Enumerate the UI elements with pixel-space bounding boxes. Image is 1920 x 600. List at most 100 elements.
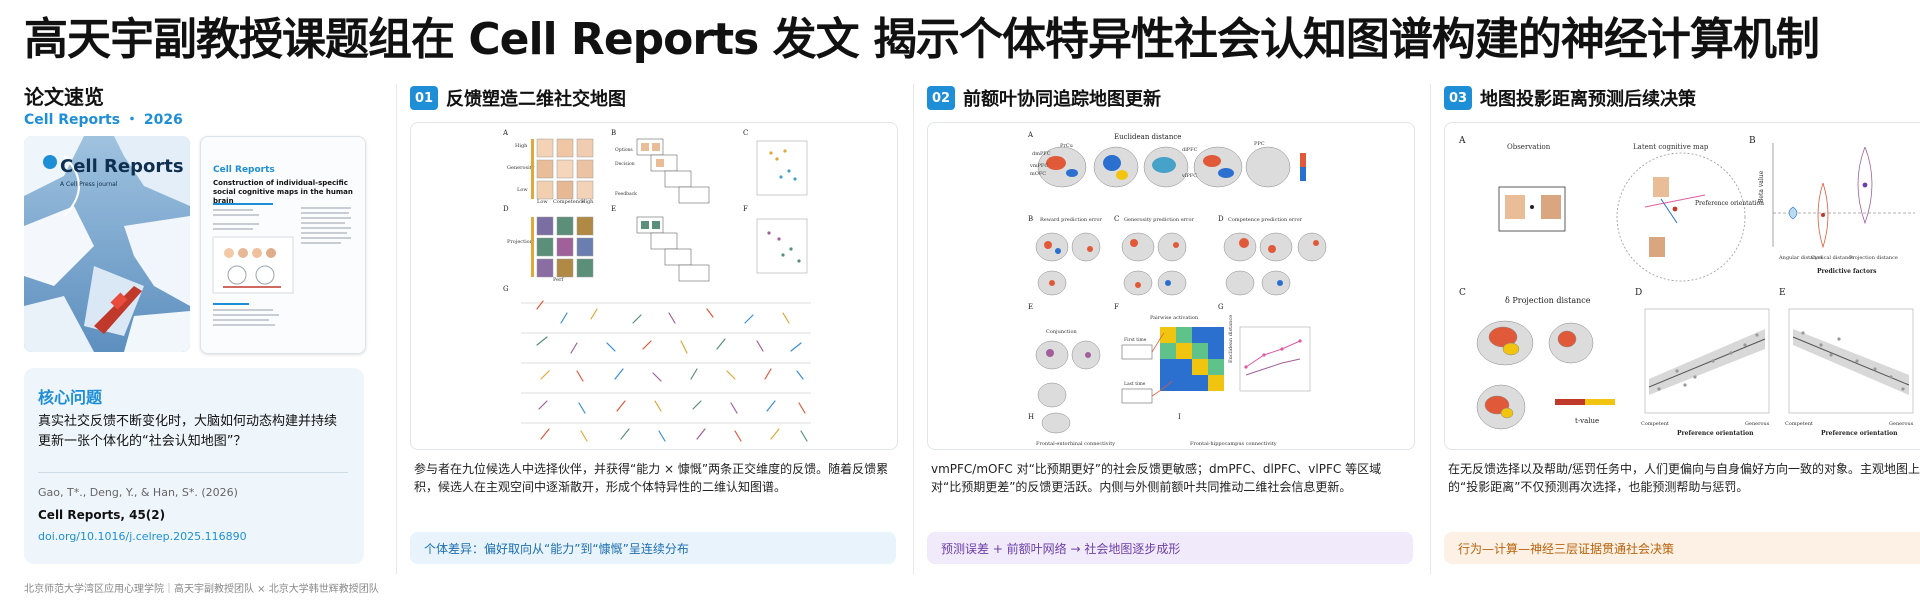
figure-graphic: A B C D E Observation Latent cognitive m… — [1458, 136, 1915, 437]
journal-covers: Cell Reports A Cell Press journal Cell R… — [24, 136, 366, 354]
axis-label: Cyclical distance — [1811, 255, 1854, 261]
figure-feedback-map[interactable]: A B C D E F G High Generosity Low Low Co… — [410, 122, 898, 450]
axis-label: Preference orientation — [1677, 430, 1754, 437]
panel-description: 在无反馈选择以及帮助/惩罚任务中，人们更偏向与自身偏好方向一致的对象。主观地图上… — [1448, 462, 1920, 494]
fig-caption: First time — [1124, 337, 1147, 343]
fig-label: C — [1114, 215, 1119, 223]
axis-label: Preference orientation — [1821, 430, 1898, 437]
figure-projection-distance[interactable]: A B C D E Observation Latent cognitive m… — [1444, 122, 1920, 450]
panel-highlight-tag: 个体差异：偏好取向从“能力”到“慷慨”呈连续分布 — [410, 532, 896, 564]
axis-label: Perf — [553, 277, 564, 283]
axis-label: Low — [517, 187, 528, 193]
axis-label: Beta value — [1758, 170, 1765, 203]
fig-label: E — [1779, 288, 1786, 298]
fig-label: G — [503, 285, 509, 293]
axis-label: Angular distance — [1778, 255, 1822, 261]
region-label: dlPFC — [1182, 147, 1198, 153]
panel-description: 参与者在九位候选人中选择伙伴，并获得“能力 × 慷慨”两条正交维度的反馈。随着反… — [414, 462, 889, 494]
fig-caption: Euclidean distance — [1114, 133, 1181, 141]
panel-title: 前额叶协同追踪地图更新 — [963, 89, 1161, 110]
fig-label: E — [611, 205, 616, 213]
axis-label: Euclidean distance — [1228, 315, 1234, 363]
column-divider — [913, 84, 914, 574]
axis-label: Competence — [553, 199, 585, 205]
divider — [38, 472, 348, 473]
fig-label: H — [1028, 413, 1034, 421]
core-question-title: 核心问题 — [38, 388, 103, 407]
fig-label: B — [611, 129, 616, 137]
axis-label: High — [515, 143, 528, 149]
doi-link[interactable]: doi.org/10.1016/j.celrep.2025.116890 — [38, 530, 247, 543]
fig-caption: Competence prediction error — [1228, 217, 1303, 223]
fig-label: D — [503, 205, 509, 213]
fig-label: C — [1459, 288, 1466, 298]
fig-caption: Reward prediction error — [1040, 217, 1102, 223]
region-label: vlPFC — [1181, 173, 1197, 179]
article-title: Construction of individual-specific soci… — [213, 179, 353, 205]
figure-graphic: A B C D E F G H I Euclidean distance — [1027, 131, 1327, 447]
article-journal: Cell Reports — [213, 165, 275, 175]
footer-credits: 北京师范大学湾区应用心理学院｜高天宇副教授团队 × 北京大学韩世辉教授团队 — [24, 584, 379, 595]
fig-label: B — [1028, 215, 1033, 223]
column-divider — [396, 84, 397, 574]
region-label: vmPFC — [1029, 163, 1048, 169]
panel-number-badge: 01 — [410, 86, 438, 110]
axis-label: Low — [537, 199, 548, 205]
fig-label: C — [743, 129, 748, 137]
fig-caption: Conjunction — [1046, 329, 1077, 335]
panel-title: 反馈塑造二维社交地图 — [446, 89, 626, 110]
fig-label: F — [1114, 303, 1119, 311]
column-divider — [1430, 84, 1431, 574]
cover-journal-name: Cell Reports — [60, 156, 184, 177]
fig-caption: Frontal-entorhinal connectivity — [1036, 441, 1115, 447]
journal-year: Cell Reports ・ 2026 — [24, 112, 183, 128]
fig-caption: Pairwise activation — [1150, 315, 1199, 321]
panel-header: 01 反馈塑造二维社交地图 — [410, 84, 626, 112]
fig-label: D — [1218, 215, 1224, 223]
journal-cover-image[interactable]: Cell Reports A Cell Press journal — [24, 136, 190, 352]
region-label: mOFC — [1030, 171, 1046, 177]
axis-label: Decision — [615, 161, 635, 167]
axis-label: Predictive factors — [1817, 268, 1877, 275]
fig-label: A — [502, 129, 509, 137]
panel-highlight-tag: 行为—计算—神经三层证据贯通社会决策 — [1444, 532, 1920, 564]
fig-caption: δ Projection distance — [1505, 296, 1591, 305]
panel-description: vmPFC/mOFC 对“比预期更好”的社会反馈更敏感；dmPFC、dlPFC、… — [931, 462, 1382, 494]
article-first-page[interactable]: Cell Reports Construction of individual-… — [200, 136, 366, 354]
figure-prefrontal-tracking[interactable]: A B C D E F G H I Euclidean distance — [927, 122, 1415, 450]
panel-number-badge: 02 — [927, 86, 955, 110]
axis-label: Generous — [1889, 421, 1914, 427]
fig-label: A — [1458, 136, 1466, 146]
fig-caption: Frontal-hippocampus connectivity — [1190, 441, 1277, 447]
fig-caption: Latent cognitive map — [1633, 143, 1709, 151]
fig-label: I — [1178, 413, 1181, 421]
overview-heading: 论文速览 — [24, 85, 104, 109]
citation-journal: Cell Reports, 45(2) — [38, 508, 166, 522]
panel-header: 02 前额叶协同追踪地图更新 — [927, 84, 1161, 112]
axis-label: Competent — [1785, 421, 1813, 427]
panel-03: 03 地图投影距离预测后续决策 A B C D E Observation La… — [1444, 84, 1920, 574]
page-title: 高天宇副教授课题组在 Cell Reports 发文 揭示个体特异性社会认知图谱… — [24, 14, 1820, 65]
core-question-text: 真实社交反馈不断变化时，大脑如何动态构建并持续更新一张个体化的“社会认知地图”？ — [38, 414, 338, 449]
fig-caption: Last time — [1124, 381, 1146, 387]
fig-caption: Generosity prediction error — [1124, 217, 1194, 223]
core-question-card: 核心问题 真实社交反馈不断变化时，大脑如何动态构建并持续更新一张个体化的“社会认… — [24, 368, 364, 564]
panel-header: 03 地图投影距离预测后续决策 — [1444, 84, 1696, 112]
fig-label: E — [1028, 303, 1033, 311]
region-label: PrCu — [1060, 143, 1074, 149]
fig-label: F — [743, 205, 748, 213]
figure-graphic: A B C D E F G High Generosity Low Low Co… — [502, 129, 811, 442]
axis-label: Competent — [1641, 421, 1669, 427]
panel-01: 01 反馈塑造二维社交地图 A B C D E F G High Generos… — [410, 84, 898, 574]
axis-label: Projection distance — [1849, 255, 1898, 261]
panel-title: 地图投影距离预测后续决策 — [1480, 89, 1696, 110]
fig-caption: Preference orientation — [1695, 200, 1764, 207]
fig-label: G — [1218, 303, 1224, 311]
axis-label: Generous — [1745, 421, 1770, 427]
region-label: PPC — [1254, 141, 1265, 147]
fig-label: A — [1027, 131, 1034, 139]
citation-authors: Gao, T*., Deng, Y., & Han, S*. (2026) — [38, 486, 238, 499]
region-label: dmPFC — [1032, 151, 1051, 157]
axis-label: Projection — [507, 239, 534, 245]
panel-number-badge: 03 — [1444, 86, 1472, 110]
